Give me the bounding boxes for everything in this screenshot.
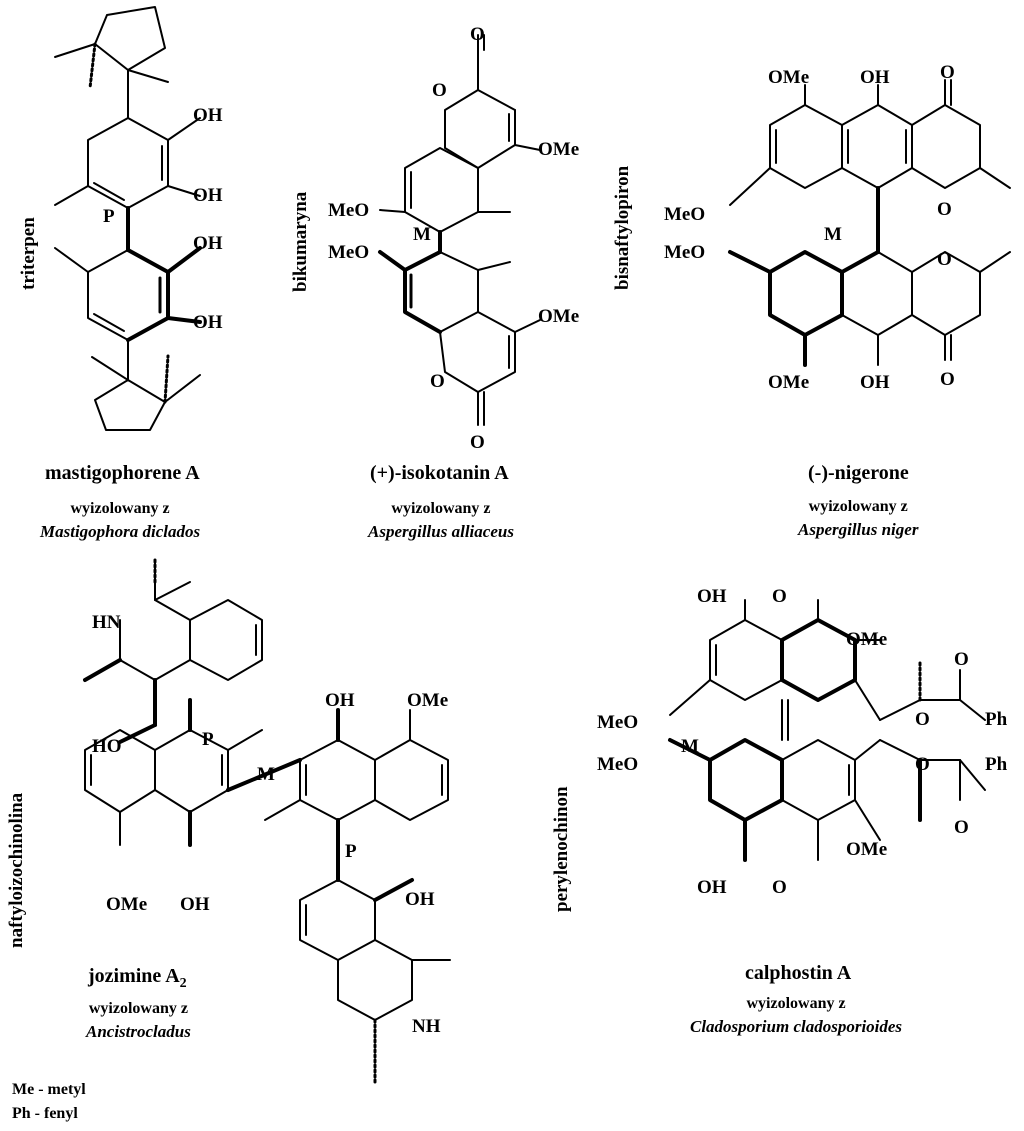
atom-label: OMe [538,306,579,327]
compound-name-calphostin: calphostin A [745,962,852,984]
source-species: Aspergillus alliaceus [368,522,514,541]
atom-label: Ph [985,709,1008,730]
source-species: Mastigophora diclados [40,522,201,541]
atom-label: O [954,817,969,838]
atom-label: OMe [407,690,448,711]
compound-name-mastigophorene: mastigophorene A [45,462,200,484]
atom-label: MeO [664,242,705,263]
source-label: wyizolowany z [746,995,846,1012]
atom-label: M [681,736,699,757]
compound-name-jozimine-base: jozimine A [88,965,180,987]
abbreviation-legend: Me - metyl Ph - fenyl [12,1078,86,1126]
atom-label: OH [325,690,355,711]
atom-label: OH [180,894,210,915]
class-label-bisnaftylopiron: bisnaftylopiron [612,165,633,290]
source-label: wyizolowany z [88,1000,188,1017]
atom-label: OH [697,877,727,898]
mastigophorene-structure [54,6,202,431]
class-label-perylenochinon: perylenochinon [551,786,572,912]
atom-label: O [940,62,955,83]
atom-label: O [954,649,969,670]
jozimine-structure [83,558,451,1087]
class-label-naftyloizochinolina: naftyloizochinolina [6,792,27,948]
atom-label: Ph [985,754,1008,775]
source-isokotanin: wyizolowany z Aspergillus alliaceus [368,500,514,542]
atom-label: OH [697,586,727,607]
isokotanin-structure [378,34,541,426]
atom-label: P [345,841,357,862]
atom-label: OH [193,233,223,254]
calphostin-structure [668,599,986,862]
atom-label: OMe [538,139,579,160]
source-label: wyizolowany z [391,500,491,517]
atom-label: O [432,80,447,101]
source-species: Cladosporium cladosporioides [690,1017,903,1036]
atom-label: OH [193,105,223,126]
atom-label: OH [860,372,890,393]
class-label-bikumaryna: bikumaryna [290,191,311,292]
compound-name-isokotanin: (+)-isokotanin A [370,462,509,484]
atom-label: O [937,199,952,220]
atom-label: O [430,371,445,392]
source-label: wyizolowany z [70,500,170,517]
atom-label: MeO [664,204,705,225]
legend-item-ph: Ph - fenyl [12,1105,78,1122]
atom-label: P [202,729,214,750]
atom-label: O [772,586,787,607]
atom-label: MeO [328,242,369,263]
compound-name-jozimine-subscript: 2 [179,976,187,991]
atom-label: OMe [768,67,809,88]
compound-name-nigerone: (-)-nigerone [808,462,909,484]
atom-label: MeO [597,754,638,775]
atom-label: MeO [328,200,369,221]
atom-label: OMe [106,894,147,915]
atom-label: O [915,754,930,775]
source-calphostin: wyizolowany z Cladosporium cladosporioid… [690,995,902,1037]
atom-label: O [915,709,930,730]
atom-label: HO [92,736,122,757]
atom-label: OMe [768,372,809,393]
atom-label: O [937,249,952,270]
atom-label: NH [412,1016,441,1037]
atom-label: HN [92,612,121,633]
atom-label: OH [193,185,223,206]
atom-label: O [772,877,787,898]
source-species: Aspergillus niger [798,520,919,539]
compound-name-jozimine: jozimine A2 [88,965,187,992]
atom-label: P [103,206,115,227]
source-nigerone: wyizolowany z Aspergillus niger [798,498,918,540]
class-label-triterpen: triterpen [18,217,39,290]
legend-item-me: Me - metyl [12,1081,86,1098]
atom-label: O [940,369,955,390]
source-label: wyizolowany z [808,498,908,515]
atom-label: MeO [597,712,638,733]
source-species: Ancistrocladus [86,1022,191,1041]
source-jozimine: wyizolowany z Ancistrocladus [86,1000,191,1042]
atom-label: M [824,224,842,245]
nigerone-structure [728,79,1011,367]
atom-label: O [470,432,485,453]
atom-label: OMe [846,629,887,650]
source-mastigophorene: wyizolowany z Mastigophora diclados [40,500,200,542]
atom-label: OMe [846,839,887,860]
atom-label: M [257,764,275,785]
atom-label: O [470,24,485,45]
atom-label: OH [860,67,890,88]
atom-label: M [413,224,431,245]
atom-label: OH [193,312,223,333]
atom-label: OH [405,889,435,910]
